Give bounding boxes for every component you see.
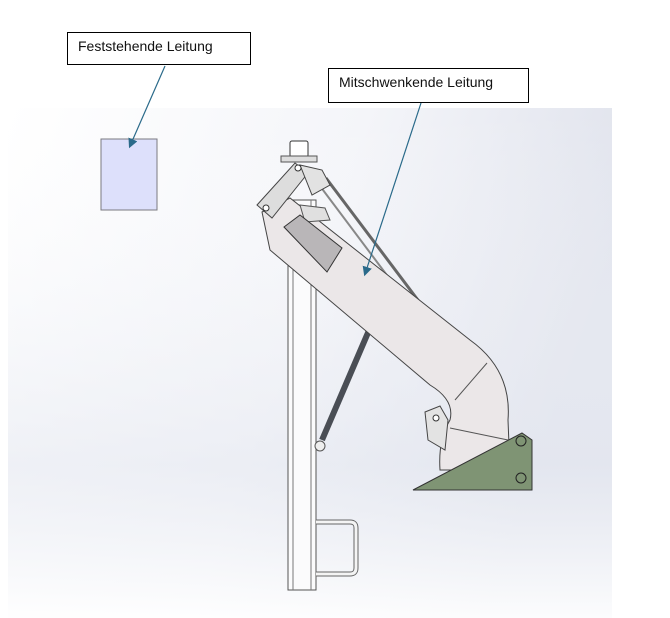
base-plate <box>412 432 533 491</box>
callout-swivel-line: Mitschwenkende Leitung <box>328 68 529 103</box>
clamp-block <box>283 214 343 273</box>
hydraulic-cylinder <box>319 326 373 442</box>
fixed-line-box <box>100 138 158 211</box>
callout-arrow-fixed <box>128 65 166 149</box>
top-joint <box>256 140 331 223</box>
callout-arrow-swivel <box>362 102 422 277</box>
lower-bracket <box>424 405 449 451</box>
callout-fixed-line: Feststehende Leitung <box>67 32 251 65</box>
